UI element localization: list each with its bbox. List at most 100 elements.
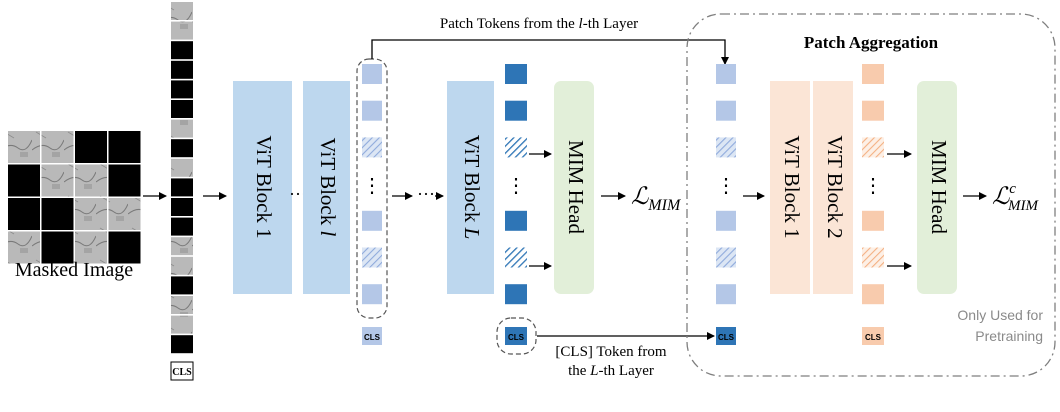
vit-block-l-label: ViT Block l: [316, 138, 340, 237]
image-patch: [8, 231, 40, 264]
input-cls-token: [170, 361, 194, 381]
sequence-masked-token: [171, 335, 193, 354]
agg-vit-block-1: [770, 81, 810, 294]
aggregation-input-token: [716, 64, 736, 84]
layer-L-masked-token: [505, 247, 527, 268]
sequence-masked-token: [171, 198, 193, 216]
aggregation-input-token: [716, 100, 736, 121]
layer-L-cls-token: [505, 327, 527, 345]
layer-L-masked-token: [505, 137, 527, 158]
mim-head-2-label: MIM Head: [927, 140, 951, 234]
loss-mim: ℒMIM: [631, 184, 682, 214]
layer-L-cls-group: [496, 317, 537, 355]
patch-aggregation-title: Patch Aggregation: [804, 33, 939, 52]
aggregation-output-token: [862, 284, 884, 305]
agg-vit-block-2: [813, 81, 853, 294]
vit-block-L: [447, 81, 494, 294]
layer-L-token: [505, 64, 527, 84]
layer-L-ellipsis: ⋮: [506, 175, 526, 197]
layer-L-token: [505, 100, 527, 121]
mim-head-1-label: MIM Head: [564, 140, 588, 234]
sequence-masked-token: [171, 100, 193, 118]
masked-patch: [75, 131, 107, 163]
aggregation-output-cls-label: CLS: [865, 333, 882, 342]
masked-image-grid: [8, 131, 141, 264]
aggregation-output-token: [862, 210, 884, 231]
aggregation-output-ellipsis: ⋮: [863, 175, 883, 197]
pretraining-note-line1: Only Used for: [957, 307, 1043, 323]
layer-l-masked-token: [362, 247, 382, 268]
cls-annotation-line1: [CLS] Token from: [555, 344, 666, 360]
aggregation-input-masked-token: [716, 137, 736, 158]
masked-patch: [8, 164, 40, 197]
image-patch: [108, 198, 141, 230]
aggregation-token-column: ⋮: [716, 64, 736, 305]
mim-head-2: [917, 81, 957, 294]
aggregation-output-token-column: ⋮: [862, 64, 884, 305]
input-cls-label: CLS: [172, 367, 192, 378]
masked-patch: [8, 198, 40, 230]
sequence-image-token: [171, 2, 193, 20]
sequence-masked-token: [171, 41, 193, 60]
sequence-masked-token: [171, 217, 193, 236]
mim-head-1: [554, 81, 594, 294]
layer-l-token-column: ⋮: [362, 64, 382, 305]
patch-tokens-connector: [371, 39, 729, 65]
layer-L-token: [505, 210, 527, 231]
patch-aggregation-region: [686, 13, 1056, 377]
agg-vit-block-1-label: ViT Block 1: [780, 135, 804, 238]
layer-l-token: [362, 64, 382, 84]
sequence-image-token: [171, 21, 193, 40]
masked-patch: [108, 231, 141, 264]
layer-L-token-column: ⋮: [505, 64, 527, 305]
layer-l-token: [362, 284, 382, 305]
aggregation-output-cls-token: [862, 327, 884, 345]
sequence-image-token: [171, 315, 193, 334]
sequence-masked-token: [171, 80, 193, 99]
masked-image-caption: Masked Image: [15, 259, 133, 281]
sequence-masked-token: [171, 276, 193, 295]
layer-L-token: [505, 284, 527, 305]
aggregation-input-ellipsis: ⋮: [716, 175, 736, 197]
cls-annotation-line2: the L-th Layer: [568, 363, 654, 379]
masked-patch: [108, 131, 141, 163]
aggregation-output-masked-token: [862, 247, 884, 268]
sequence-image-token: [171, 237, 193, 256]
sequence-image-token: [171, 256, 193, 275]
sequence-masked-token: [171, 139, 193, 158]
sequence-image-token: [171, 296, 193, 314]
pretraining-note-line2: Pretraining: [975, 328, 1043, 344]
masked-patch: [41, 198, 74, 230]
layer-l-token: [362, 210, 382, 231]
sequence-masked-token: [171, 178, 193, 197]
vit-block-1: [233, 81, 292, 294]
aggregation-output-token: [862, 100, 884, 121]
sequence-masked-token: [171, 60, 193, 79]
image-patch: [75, 231, 107, 264]
aggregation-cls-token: [716, 327, 736, 345]
sequence-image-token: [171, 119, 193, 138]
aggregation-output-masked-token: [862, 137, 884, 158]
layer-l-cls-label: CLS: [364, 333, 381, 342]
vit-block-l: [303, 81, 350, 294]
masked-patch: [108, 164, 141, 197]
aggregation-output-token: [862, 64, 884, 84]
vit-block-L-label: ViT Block L: [460, 135, 484, 240]
masked-patch: [41, 231, 74, 264]
input-token-sequence: [171, 2, 193, 354]
aggregation-input-token: [716, 210, 736, 231]
layer-l-ellipsis: ⋮: [362, 175, 382, 197]
patch-tokens-annotation: Patch Tokens from the l-th Layer: [440, 16, 638, 32]
layer-l-token: [362, 100, 382, 121]
image-patch: [41, 164, 74, 197]
encoder-ellipsis-2: ···: [417, 184, 435, 204]
agg-vit-block-2-label: ViT Block 2: [823, 135, 847, 238]
sequence-image-token: [171, 158, 193, 177]
image-patch: [8, 131, 40, 163]
layer-L-cls-label: CLS: [508, 333, 525, 342]
vit-block-1-label: ViT Block 1: [252, 135, 276, 238]
image-patch: [75, 198, 107, 230]
